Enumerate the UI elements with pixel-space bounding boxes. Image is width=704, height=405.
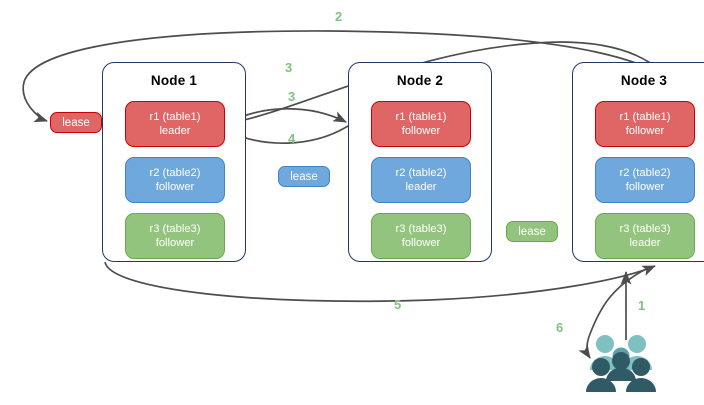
replica-role: follower xyxy=(155,181,195,193)
replica-r1-node2[interactable]: r1 (table1) follower xyxy=(371,101,471,147)
node-card-1[interactable]: Node 1 r1 (table1) leader r2 (table2) fo… xyxy=(102,62,246,262)
replica-name: r3 (table3) xyxy=(395,223,447,235)
arrow-step-6 xyxy=(578,267,649,359)
step-label-3-upper: 3 xyxy=(285,60,293,75)
step-label-1: 1 xyxy=(638,298,646,313)
replica-r3-node3[interactable]: r3 (table3) leader xyxy=(595,213,695,259)
replica-role: follower xyxy=(401,237,441,249)
node-title-2: Node 2 xyxy=(396,73,444,88)
replica-name: r3 (table3) xyxy=(619,223,671,235)
replica-name: r2 (table2) xyxy=(619,167,671,179)
lease-badge-r3[interactable]: lease xyxy=(506,221,558,242)
step-label-5: 5 xyxy=(394,297,402,312)
node-card-2[interactable]: Node 2 r1 (table1) follower r2 (table2) … xyxy=(348,62,492,262)
replica-r1-node1[interactable]: r1 (table1) leader xyxy=(125,101,225,147)
replica-role: follower xyxy=(155,237,195,249)
replica-role: follower xyxy=(625,125,665,137)
replica-role: leader xyxy=(159,125,191,137)
lease-badge-r2[interactable]: lease xyxy=(278,166,330,187)
step-label-3-lower: 3 xyxy=(288,89,296,104)
replica-name: r2 (table2) xyxy=(395,167,447,179)
replica-role: follower xyxy=(401,125,441,137)
replica-name: r1 (table1) xyxy=(395,111,447,123)
replica-name: r1 (table1) xyxy=(619,111,671,123)
replica-name: r3 (table3) xyxy=(149,223,201,235)
replica-name: r2 (table2) xyxy=(149,167,201,179)
step-label-6: 6 xyxy=(556,320,564,335)
node-title-1: Node 1 xyxy=(150,73,198,88)
replica-r2-node3[interactable]: r2 (table2) follower xyxy=(595,157,695,203)
replica-r2-node1[interactable]: r2 (table2) follower xyxy=(125,157,225,203)
step-label-2: 2 xyxy=(335,9,343,24)
replica-name: r1 (table1) xyxy=(149,111,201,123)
replica-r3-node1[interactable]: r3 (table3) follower xyxy=(125,213,225,259)
node-card-3[interactable]: Node 3 r1 (table1) follower r2 (table2) … xyxy=(572,62,704,262)
replica-r1-node3[interactable]: r1 (table1) follower xyxy=(595,101,695,147)
lease-badge-r1[interactable]: lease xyxy=(50,112,102,133)
arrow-step-5 xyxy=(104,261,656,303)
node-title-3: Node 3 xyxy=(620,73,668,88)
replica-role: leader xyxy=(405,181,437,193)
step-label-4: 4 xyxy=(288,131,296,146)
replica-r3-node2[interactable]: r3 (table3) follower xyxy=(371,213,471,259)
replica-role: follower xyxy=(625,181,665,193)
replica-role: leader xyxy=(629,237,661,249)
replica-r2-node2[interactable]: r2 (table2) leader xyxy=(371,157,471,203)
